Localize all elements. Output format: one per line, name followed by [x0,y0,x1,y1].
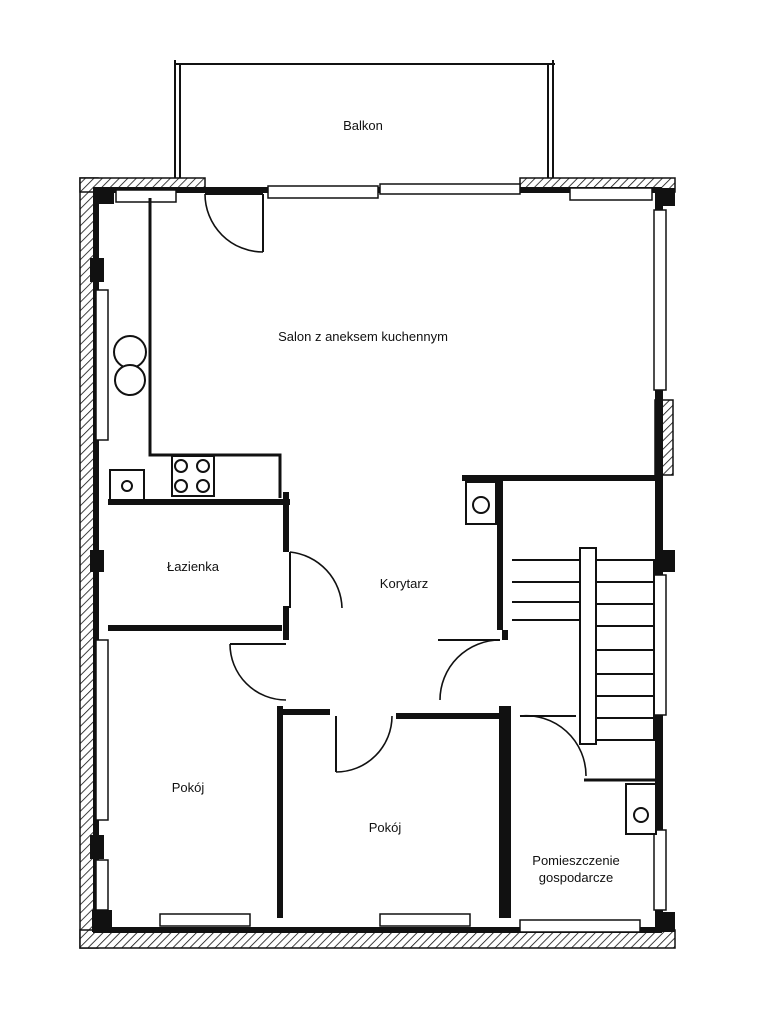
room-label-room-center: Pokój [369,820,402,835]
room-label-utility-line2: gospodarcze [539,870,613,885]
kitchen-counter [109,198,282,501]
exterior-walls [79,177,676,949]
windows [95,183,667,933]
room-label-corridor: Korytarz [380,576,428,591]
room-label-balcony: Balkon [343,118,383,133]
staircase [512,547,655,745]
room-label-bathroom: Łazienka [167,559,220,574]
interior-walls [108,475,659,918]
room-label-utility-line1: Pomieszczenie [532,853,619,868]
room-label-room-left: Pokój [172,780,205,795]
room-label-living: Salon z aneksem kuchennym [278,329,448,344]
balcony [174,60,555,178]
doors [204,193,587,777]
